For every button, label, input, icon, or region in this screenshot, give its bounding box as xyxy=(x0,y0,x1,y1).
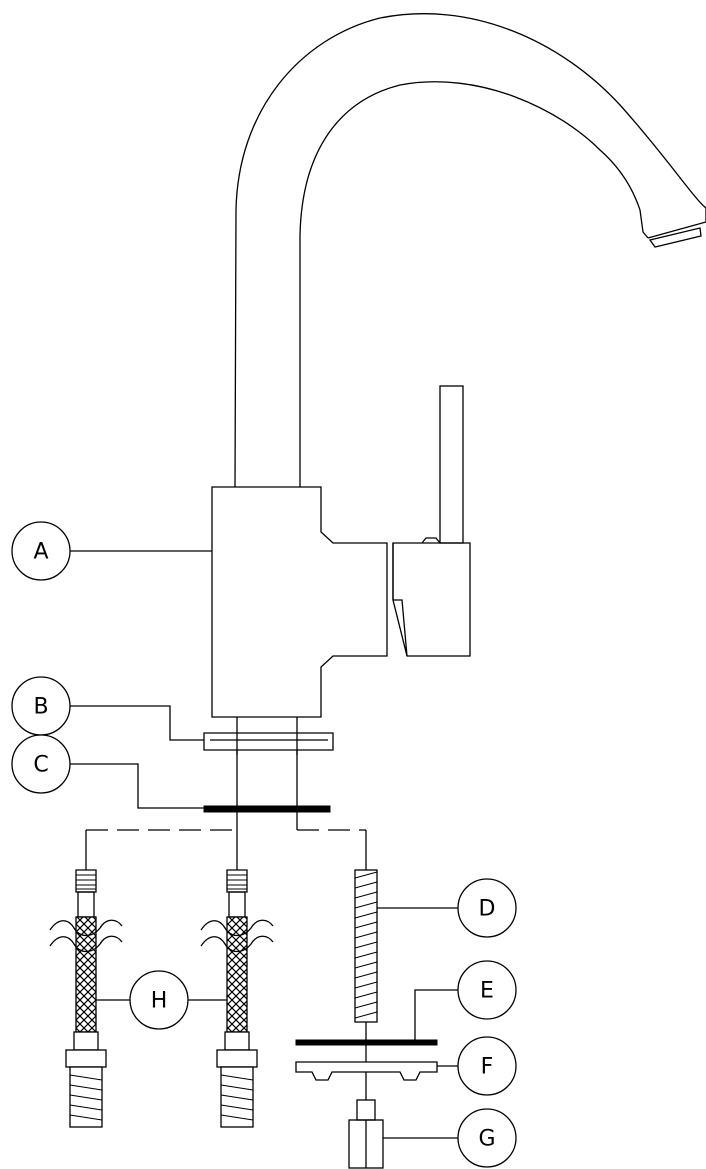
callout-c: C xyxy=(11,734,71,794)
label-f: F xyxy=(481,1055,494,1080)
callout-a: A xyxy=(11,521,71,581)
callout-e: E xyxy=(457,960,517,1020)
gasket-c xyxy=(203,805,331,813)
label-c: C xyxy=(33,753,48,778)
spout xyxy=(234,13,706,488)
callout-h: H xyxy=(129,970,189,1030)
bracket-f xyxy=(295,1061,438,1100)
callout-g: G xyxy=(457,1108,517,1168)
label-d: D xyxy=(479,897,496,922)
label-b: B xyxy=(33,695,48,720)
hose-left xyxy=(49,869,123,1128)
label-h: H xyxy=(151,989,168,1014)
washer-e xyxy=(295,1039,438,1046)
callout-d: D xyxy=(457,878,517,938)
connection-lines xyxy=(85,812,367,870)
label-g: G xyxy=(478,1127,495,1152)
leader-lines xyxy=(69,550,459,1139)
nut-g xyxy=(348,1099,384,1169)
label-e: E xyxy=(480,979,494,1004)
shank-and-base xyxy=(203,717,334,813)
label-a: A xyxy=(33,540,48,565)
callout-f: F xyxy=(457,1036,517,1096)
callout-b: B xyxy=(11,676,71,736)
faucet-body xyxy=(211,385,471,718)
hose-right xyxy=(200,869,274,1128)
threaded-rod xyxy=(354,869,378,1040)
